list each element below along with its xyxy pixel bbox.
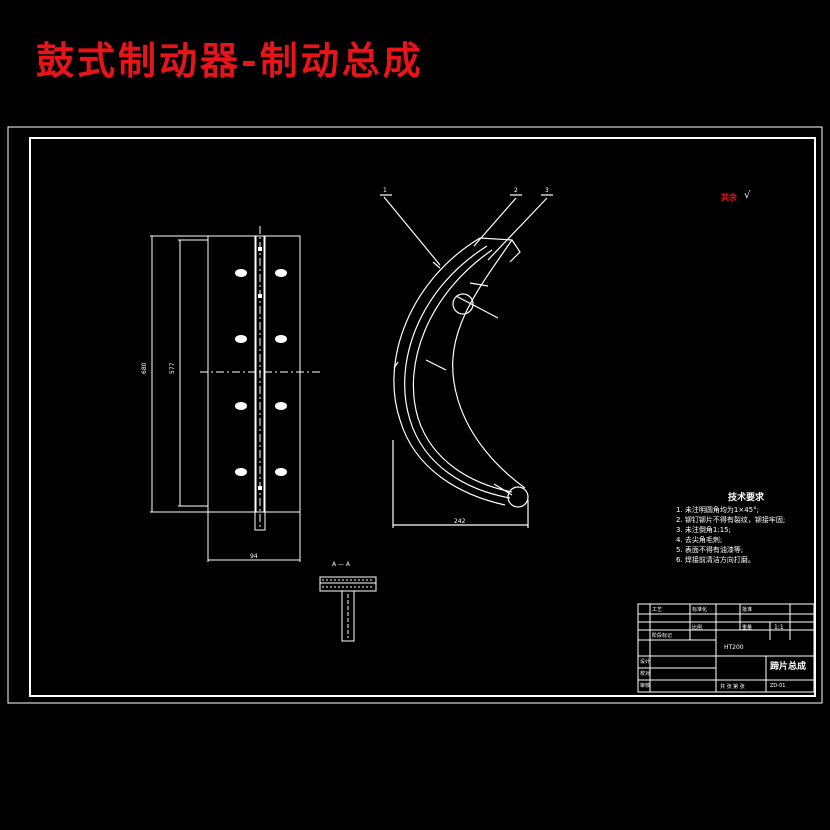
title-block-drawing-number: ZD-01	[770, 683, 786, 689]
dim-lining-height-inner: 577	[169, 362, 176, 374]
technical-requirements: 技术要求 1. 未注明圆角均为1×45°; 2. 铆钉铆片不得有裂纹，铆接牢固;…	[676, 493, 816, 565]
roughness-symbol: √	[744, 190, 751, 201]
title-block-cell-process: 工艺	[652, 607, 663, 613]
roughness-label: 其余	[721, 193, 737, 202]
shoe-side-view	[380, 194, 553, 528]
section-label: A — A	[332, 561, 351, 568]
tech-req-item: 6. 焊接前清洁方向打磨。	[676, 556, 755, 564]
tech-req-item: 3. 未注倒角1:15;	[676, 526, 731, 534]
lining-front-view	[150, 226, 320, 562]
title-block	[637, 603, 815, 693]
tech-req-item: 1. 未注明圆角均为1×45°;	[676, 506, 759, 514]
dim-lining-height-outer: 680	[141, 362, 148, 374]
title-block-cell-standard: 标准化	[692, 607, 708, 613]
dim-arc-chord: 242	[454, 518, 466, 525]
title-block-material: HT200	[724, 644, 744, 651]
balloon-1: 1	[383, 187, 387, 194]
page-title: 鼓式制动器-制动总成	[36, 38, 424, 83]
title-block-cell-design: 设计	[640, 659, 651, 665]
tech-req-item: 4. 去尖角毛刺;	[676, 536, 723, 544]
rivet-holes	[235, 269, 287, 476]
title-block-cell-weight: 重量	[742, 625, 753, 631]
outer-frame	[7, 126, 823, 704]
balloon-2: 2	[514, 187, 518, 194]
dim-lining-width: 94	[250, 553, 258, 560]
title-block-cell-check: 校对	[640, 671, 651, 677]
inner-frame	[29, 137, 816, 697]
tech-req-item: 5. 表面不得有油漆等;	[676, 546, 744, 554]
title-block-scale: 1:1	[774, 624, 784, 631]
title-block-cell-approve: 批准	[742, 607, 753, 613]
balloon-3: 3	[545, 187, 549, 194]
title-block-cell-review: 审核	[640, 683, 651, 689]
title-block-cell-stage: 阶段标记	[652, 633, 673, 639]
title-block-sheet: 共 张 第 张	[720, 684, 745, 690]
section-a-a	[319, 576, 377, 642]
title-block-cell-ratio: 比例	[692, 625, 703, 631]
tech-req-heading: 技术要求	[727, 493, 764, 503]
title-block-drawing-name: 蹄片总成	[770, 662, 807, 672]
tech-req-item: 2. 铆钉铆片不得有裂纹，铆接牢固;	[676, 516, 786, 524]
